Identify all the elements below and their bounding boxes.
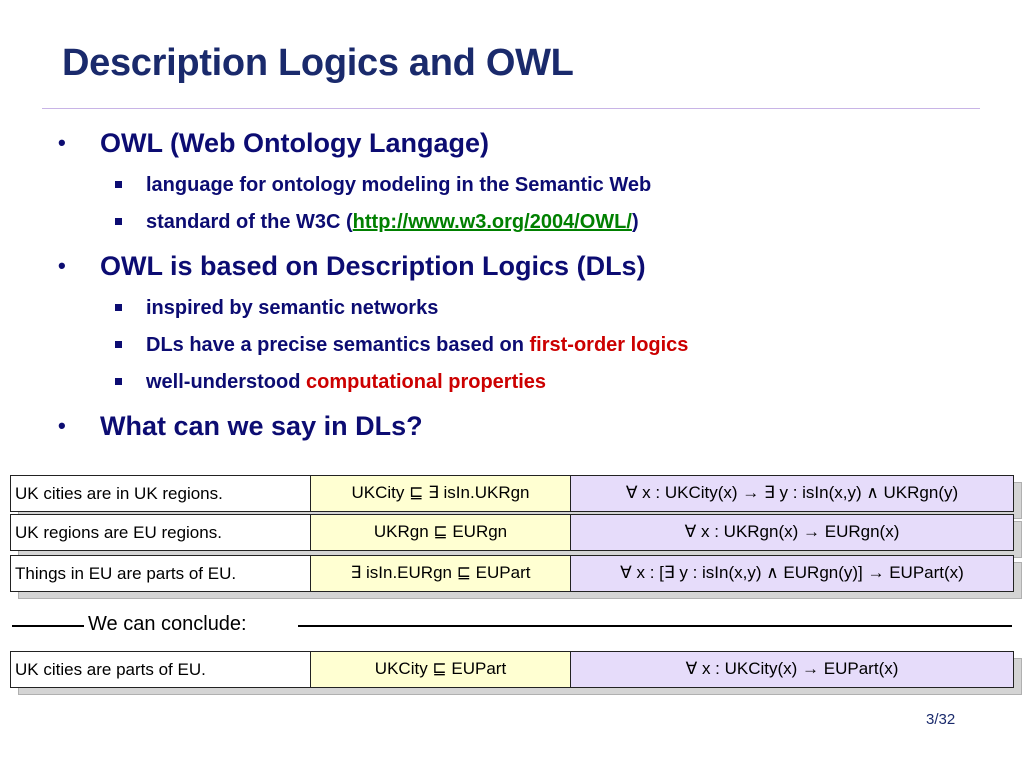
bullet-dot-icon: • — [58, 253, 66, 278]
subbullet-ontology-modeling: language for ontology modeling in the Se… — [115, 174, 652, 197]
dl-cell: UKCity ⊑ EUPart — [311, 652, 571, 687]
title-divider — [42, 108, 980, 109]
bullet-text: OWL (Web Ontology Langage) — [100, 128, 489, 158]
fol-cell: ∀ x : UKCity(x) → ∃ y : isIn(x,y) ∧ UKRg… — [571, 476, 1013, 511]
conclude-label: We can conclude: — [88, 613, 247, 635]
page-number: 3/32 — [926, 711, 956, 728]
english-cell: Things in EU are parts of EU. — [11, 556, 311, 591]
table-row: Things in EU are parts of EU. ∃ isIn.EUR… — [10, 555, 1022, 599]
square-bullet-icon — [115, 378, 122, 385]
w3c-owl-link[interactable]: http://www.w3.org/2004/OWL/ — [352, 211, 632, 233]
highlight-computational-properties: computational properties — [306, 371, 547, 393]
subbullet-w3c-standard: standard of the W3C (http://www.w3.org/2… — [115, 211, 639, 234]
conclusion-row: UK cities are parts of EU. UKCity ⊑ EUPa… — [10, 651, 1022, 695]
subbullet-computational-properties: well-understood computational properties — [115, 371, 547, 394]
slide-title: Description Logics and OWL — [62, 42, 574, 84]
bullet-text: OWL is based on Description Logics (DLs) — [100, 251, 646, 281]
subbullet-semantic-networks: inspired by semantic networks — [115, 297, 439, 320]
highlight-first-order-logics: first-order logics — [529, 334, 689, 356]
fol-cell: ∀ x : UKCity(x) → EUPart(x) — [571, 652, 1013, 687]
separator-line-right — [298, 625, 1012, 627]
subbullet-text: DLs have a precise semantics based on — [146, 334, 530, 356]
square-bullet-icon — [115, 181, 122, 188]
table-row: UK regions are EU regions. UKRgn ⊑ EURgn… — [10, 514, 1022, 558]
english-cell: UK cities are in UK regions. — [11, 476, 311, 511]
english-cell: UK regions are EU regions. — [11, 515, 311, 550]
subbullet-text-post: ) — [631, 211, 639, 233]
dl-cell: ∃ isIn.EURgn ⊑ EUPart — [311, 556, 571, 591]
bullet-owl-dl: • OWL is based on Description Logics (DL… — [58, 251, 646, 282]
bullet-text: What can we say in DLs? — [100, 411, 423, 441]
dl-cell: UKRgn ⊑ EURgn — [311, 515, 571, 550]
bullet-what-can-we-say: • What can we say in DLs? — [58, 411, 423, 442]
english-cell: UK cities are parts of EU. — [11, 652, 311, 687]
subbullet-precise-semantics: DLs have a precise semantics based on fi… — [115, 334, 689, 357]
subbullet-text: language for ontology modeling in the Se… — [146, 174, 652, 196]
conclude-separator: We can conclude: — [12, 612, 1012, 638]
subbullet-text: well-understood — [146, 371, 306, 393]
square-bullet-icon — [115, 341, 122, 348]
bullet-owl: • OWL (Web Ontology Langage) — [58, 128, 489, 159]
table-row: UK cities are in UK regions. UKCity ⊑ ∃ … — [10, 475, 1022, 519]
fol-cell: ∀ x : UKRgn(x) → EURgn(x) — [571, 515, 1013, 550]
row-cells: UK regions are EU regions. UKRgn ⊑ EURgn… — [10, 514, 1014, 551]
fol-cell: ∀ x : [∃ y : isIn(x,y) ∧ EURgn(y)] → EUP… — [571, 556, 1013, 591]
bullet-dot-icon: • — [58, 130, 66, 155]
separator-line-left — [12, 625, 84, 627]
subbullet-text-pre: standard of the W3C ( — [146, 211, 353, 233]
dl-cell: UKCity ⊑ ∃ isIn.UKRgn — [311, 476, 571, 511]
row-cells: UK cities are parts of EU. UKCity ⊑ EUPa… — [10, 651, 1014, 688]
row-cells: Things in EU are parts of EU. ∃ isIn.EUR… — [10, 555, 1014, 592]
subbullet-text: inspired by semantic networks — [146, 297, 439, 319]
square-bullet-icon — [115, 218, 122, 225]
row-cells: UK cities are in UK regions. UKCity ⊑ ∃ … — [10, 475, 1014, 512]
square-bullet-icon — [115, 304, 122, 311]
bullet-dot-icon: • — [58, 413, 66, 438]
